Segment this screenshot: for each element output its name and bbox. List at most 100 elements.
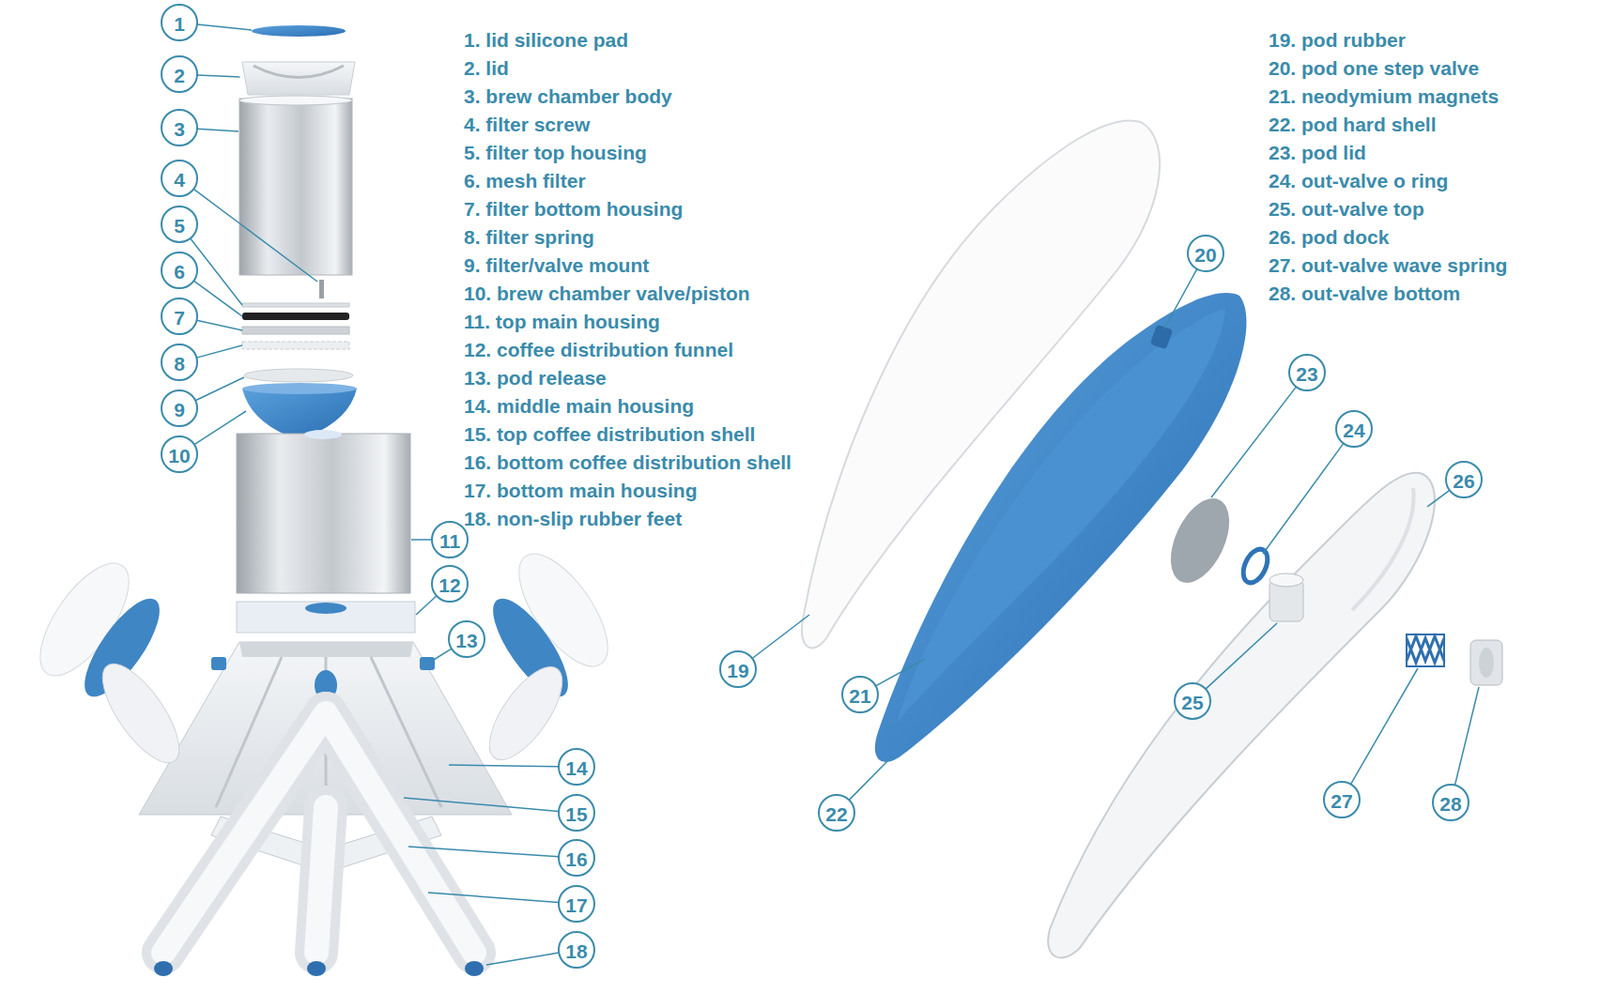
leader-line [193,280,243,317]
callout-circle [161,206,198,243]
callout-circle [842,676,878,713]
part-name: 7. filter bottom housing [463,199,683,219]
leader-line [448,765,559,768]
part-name: 15. top coffee distribution shell [463,424,755,445]
callout-number: 23 [1289,364,1325,385]
callout-circle [161,436,198,473]
leader-line [486,953,559,966]
callout-number: 21 [842,686,878,707]
callout-circle [558,795,595,831]
callout-number: 7 [161,307,198,328]
part-name: 16. bottom coffee distribution shell [463,452,792,473]
leader-line [197,320,244,331]
callout-number: 5 [161,215,198,236]
leader-line [195,377,245,401]
callout-number: 8 [161,353,198,374]
leader-line [411,538,432,541]
part-name: 12. coffee distribution funnel [463,339,734,360]
callout-circle [1289,354,1325,391]
leader-line [1211,386,1296,498]
callout-circle [1323,782,1360,818]
leader-line [196,345,243,358]
callout-circle [448,621,485,658]
callout-number: 14 [558,758,595,779]
leader-line [193,188,318,282]
callout-number: 13 [448,630,485,651]
callout-number: 24 [1336,420,1372,441]
part-name: 5. filter top housing [463,142,647,163]
leader-line [190,238,243,306]
part-name: 11. top main housing [463,311,661,332]
callout-circle [161,390,198,427]
part-name: 1. lid silicone pad [463,30,629,50]
callout-number: 6 [161,261,198,282]
callout-circle [1174,683,1211,720]
callout-circle [818,795,855,831]
leader-line [197,128,239,132]
callout-number: 27 [1323,791,1360,812]
part-name: 13. pod release [463,368,607,388]
callout-circle [161,4,198,41]
callout-circle [161,298,198,335]
leader-line [752,615,810,660]
callout-number: 20 [1187,245,1224,265]
leader-line [1262,443,1344,554]
part-name: 2. lid [463,58,509,78]
callout-circle [1336,411,1372,447]
callout-number: 4 [161,169,198,190]
callout-number: 15 [558,804,595,825]
callout-number: 10 [161,446,198,466]
part-name: 27. out-valve wave spring [1268,255,1508,276]
leader-line [415,596,437,616]
leader-line [194,411,247,446]
part-name: 25. out-valve top [1268,199,1425,219]
part-name: 22. pod hard shell [1268,114,1437,135]
callout-circle [558,749,595,785]
leader-line [428,892,559,904]
part-name: 14. middle main housing [463,396,694,416]
part-name: 18. non-slip rubber feet [463,508,682,529]
callout-number: 11 [431,531,468,552]
callout-circle [431,522,468,558]
callout-circle [161,109,198,146]
callout-circle [1446,461,1482,498]
part-name: 20. pod one step valve [1268,58,1479,78]
callout-number: 25 [1174,692,1211,713]
callout-number: 19 [720,661,756,681]
callout-circle [558,886,595,923]
leader-line [408,846,559,858]
part-name: 8. filter spring [463,227,595,247]
leader-line [1164,269,1198,329]
leader-line [197,24,252,31]
part-name: 3. brew chamber body [463,86,673,107]
leader-line [197,75,241,77]
leader-line [1455,687,1480,786]
part-name: 26. pod dock [1268,227,1389,247]
part-name: 10. brew chamber valve/piston [463,283,751,304]
callout-circle [161,160,198,197]
callout-circle [431,566,468,602]
leader-line [848,760,889,800]
leader-line [1427,490,1450,508]
callout-number: 1 [161,14,198,34]
callout-number: 28 [1432,794,1469,815]
part-name: 24. out-valve o ring [1268,170,1448,191]
callout-circle [720,651,756,688]
callout-circle [558,932,595,969]
part-name: 23. pod lid [1268,142,1367,163]
leader-line [403,798,559,812]
callout-number: 12 [431,575,468,596]
callout-number: 2 [161,65,198,86]
leader-line [429,648,452,663]
part-name: 4. filter screw [463,114,590,135]
callout-circle [161,344,198,381]
callout-circle [558,840,595,877]
callout-circle [1432,784,1469,821]
part-name: 6. mesh filter [463,170,586,191]
callout-number: 18 [558,941,595,962]
callout-number: 22 [818,804,855,825]
callout-number: 16 [558,849,595,870]
leader-line [1205,623,1277,690]
part-name: 21. neodymium magnets [1268,86,1499,107]
callout-circle [161,252,198,289]
